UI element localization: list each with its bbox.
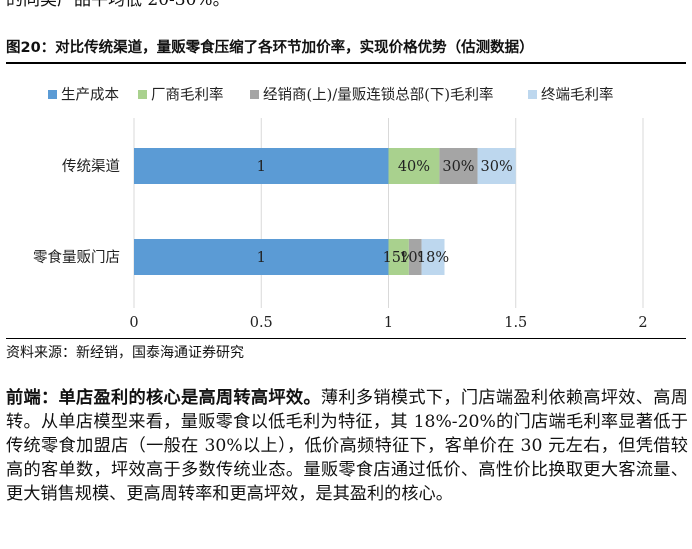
body-paragraph: 前端：单店盈利的核心是高周转高坪效。薄利多销模式下，门店端盈利依赖高坪效、高周转… (6, 386, 688, 506)
category-label-2: 零食量贩门店 (33, 249, 120, 266)
bar-segment-cat2-series1 (134, 239, 389, 275)
bar-segment-cat2-series3 (408, 239, 422, 275)
bar-segment-cat2-series2 (388, 239, 409, 275)
category-label-1: 传统渠道 (62, 158, 120, 175)
x-axis-ticks: 0 0.5 1 1.5 2 (129, 315, 647, 331)
legend-swatch-3 (250, 90, 259, 99)
x-tick-label-2: 1 (384, 315, 393, 331)
figure-title: 图20：对比传统渠道，量贩零食压缩了各环节加价率，实现价格优势（估测数据） (6, 36, 686, 64)
paragraph-text: 薄利多销模式下，门店端盈利依赖高坪效、高周转。从单店模型来看，量贩零食以低毛利为… (6, 388, 688, 504)
legend-label-4: 终端毛利率 (541, 87, 614, 104)
bar-segment-cat2-series4 (421, 239, 445, 275)
bar-segment-cat1-series3 (439, 148, 478, 184)
data-label-cat1-series1: 1 (257, 159, 266, 175)
data-label-cat1-series3: 30% (442, 159, 474, 175)
legend-swatch-4 (528, 90, 537, 99)
data-label-cat2-series4: 18% (417, 250, 449, 266)
data-label-cat1-series2: 40% (398, 159, 430, 175)
legend-label-1: 生产成本 (61, 87, 119, 104)
x-tick-label-4: 2 (638, 315, 647, 331)
legend-label-2: 厂商毛利率 (151, 87, 224, 104)
data-label-cat2-series2: 15% (383, 250, 415, 266)
stacked-bar-chart: 生产成本 厂商毛利率 经销商(上)/量贩连锁总部(下)毛利率 终端毛利率 传统渠道零食… (33, 87, 648, 332)
figure-source: 资料来源：新经销，国泰海通证券研究 (6, 338, 686, 362)
bar-segment-cat1-series4 (477, 148, 516, 184)
data-label-cat2-series1: 1 (257, 250, 266, 266)
data-label-cat1-series4: 30% (481, 159, 513, 175)
paragraph-lead: 前端：单店盈利的核心是高周转高坪效。 (6, 388, 321, 408)
legend-swatch-1 (48, 90, 57, 99)
chart-gridlines (133, 118, 644, 308)
legend-swatch-2 (138, 90, 147, 99)
x-tick-label-0: 0 (129, 315, 138, 331)
bar-segment-cat1-series2 (388, 148, 440, 184)
bar-segment-cat1-series1 (134, 148, 389, 184)
chart-legend: 生产成本 厂商毛利率 经销商(上)/量贩连锁总部(下)毛利率 终端毛利率 (48, 87, 614, 104)
x-tick-label-1: 0.5 (250, 315, 273, 331)
x-tick-label-3: 1.5 (504, 315, 527, 331)
legend-label-3: 经销商(上)/量贩连锁总部(下)毛利率 (263, 87, 494, 104)
previous-page-text-fragment: 的同类产品平均低 20-30%。 (6, 0, 230, 10)
